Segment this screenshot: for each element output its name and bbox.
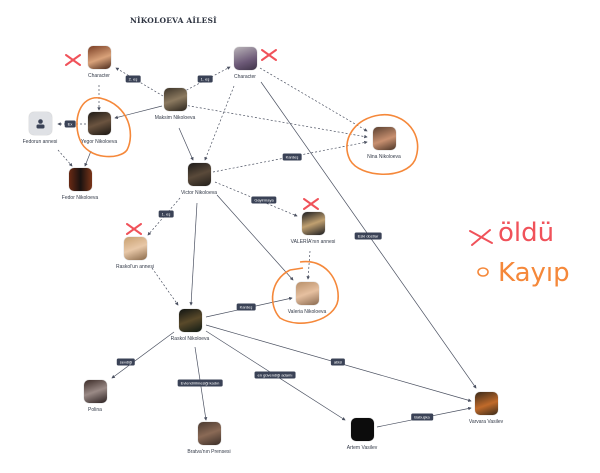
node-label: Yegor Nikoloeva <box>80 139 118 145</box>
edge-raskolanne-raskol <box>151 267 179 306</box>
user-placeholder-icon <box>36 119 44 129</box>
node-label: Varvara Vasilev <box>468 419 504 425</box>
edge-label: Babuşka <box>411 413 433 421</box>
node-label: Valeria Nikoloeva <box>287 309 327 315</box>
avatar <box>123 237 147 260</box>
node-label: VALERİA'nın annesi <box>290 239 336 245</box>
node-fedorun-annesi[interactable]: Fedorun annesi <box>0 112 80 145</box>
diagram-title: NİKOLOEVA AİLESİ <box>130 16 217 25</box>
edge-label: abisi <box>330 358 346 366</box>
missing-circle-yegor <box>76 97 132 158</box>
edge-maksim-yegor <box>114 105 163 120</box>
avatar <box>295 282 319 305</box>
node-label: Artem Vasilev <box>346 445 378 451</box>
node-bratva-prensesi[interactable]: Bratva'nın Prensesi <box>169 422 249 455</box>
edge-label: Kardeş <box>282 153 302 161</box>
node-label: Bratva'nın Prensesi <box>187 449 231 455</box>
node-maksim[interactable]: Maksim Nikoloeva <box>135 88 215 121</box>
node-label: Fedorun annesi <box>22 139 58 145</box>
avatar <box>372 127 396 150</box>
avatar <box>87 112 111 135</box>
edge-label: sevdiği <box>116 358 136 366</box>
missing-circle-nina <box>346 114 419 176</box>
edge-label: Eski dostlar <box>354 232 382 240</box>
node-fedor[interactable]: Fedor Nikoloeva <box>40 168 120 201</box>
edge-yegor-fedor <box>84 150 92 167</box>
avatar <box>233 47 257 70</box>
edge-label: Kardeş <box>236 303 256 311</box>
dead-mark-char1 <box>65 54 81 66</box>
edge-fedorun-fedor <box>57 149 73 167</box>
dead-mark-raskolanne <box>126 223 142 235</box>
avatar <box>87 46 111 69</box>
node-label: Polina <box>88 407 102 413</box>
edge-char2-victor <box>204 85 235 161</box>
node-label: Raskol'un annesi <box>116 264 154 270</box>
avatar <box>350 418 374 441</box>
avatar <box>178 309 202 332</box>
edge-maksim-nina <box>183 104 368 139</box>
edge-raskol-polina <box>111 331 175 379</box>
node-label: Victor Nikoloeva <box>180 190 218 196</box>
node-character-2[interactable]: Character <box>205 47 285 80</box>
edge-label: Ex <box>64 120 76 128</box>
dead-legend-mark <box>469 229 493 246</box>
edge-victor-raskol <box>189 202 198 306</box>
node-label: Raskol Nikoloeva <box>170 336 210 342</box>
edge-label: Evlendirilmesiği kadın <box>177 379 223 387</box>
avatar <box>83 380 107 403</box>
edge-label: 1. eş <box>158 210 174 218</box>
missing-circle-valeria <box>271 260 339 324</box>
edge-maksim-char1 <box>115 67 164 97</box>
node-label: Nina Nikoloeva <box>367 154 401 160</box>
node-label: Fedor Nikoloeva <box>61 195 99 201</box>
node-varvara[interactable]: Varvara Vasilev <box>446 392 526 425</box>
avatar <box>163 88 187 111</box>
avatar <box>474 392 498 415</box>
node-victor[interactable]: Victor Nikoloeva <box>159 163 239 196</box>
avatar <box>28 112 52 135</box>
edge-char2-nina <box>259 67 368 132</box>
avatar <box>301 212 325 235</box>
edge-maksim-char2 <box>182 66 231 93</box>
dead-mark-valeriaanne <box>303 198 319 210</box>
node-raskol-annesi[interactable]: Raskol'un annesi <box>95 237 175 270</box>
node-label: Character <box>88 73 110 79</box>
node-label: Maksim Nikoloeva <box>154 115 196 121</box>
missing-legend-circle <box>477 267 489 277</box>
node-label: Character <box>234 74 256 80</box>
avatar <box>187 163 211 186</box>
edge-maksim-victor <box>178 127 194 161</box>
edge-label: en güvendiği adamı <box>254 371 296 379</box>
avatar <box>68 168 92 191</box>
node-raskol[interactable]: Raskol Nikoloeva <box>150 309 230 342</box>
node-character-1[interactable]: Character <box>59 46 139 79</box>
edge-label: Gayirmaya <box>251 196 277 204</box>
edge-label: 1. eş <box>197 75 213 83</box>
edge-victor-valeria <box>216 194 294 281</box>
avatar <box>197 422 221 445</box>
dead-mark-char2 <box>261 49 277 61</box>
node-polina[interactable]: Polina <box>55 380 135 413</box>
legend-dead-label: öldü <box>498 218 555 248</box>
node-nina[interactable]: Nina Nikoloeva <box>344 127 424 160</box>
node-artem[interactable]: Artem Vasilev <box>322 418 402 451</box>
edge-label: 2. eş <box>125 75 141 83</box>
node-valeria-annesi[interactable]: VALERİA'nın annesi <box>273 212 353 245</box>
node-yegor[interactable]: Yegor Nikoloeva <box>59 112 139 145</box>
legend-missing-label: Kayıp <box>498 258 570 288</box>
edge-valeriaanne-valeria <box>306 250 311 280</box>
node-valeria[interactable]: Valeria Nikoloeva <box>267 282 347 315</box>
